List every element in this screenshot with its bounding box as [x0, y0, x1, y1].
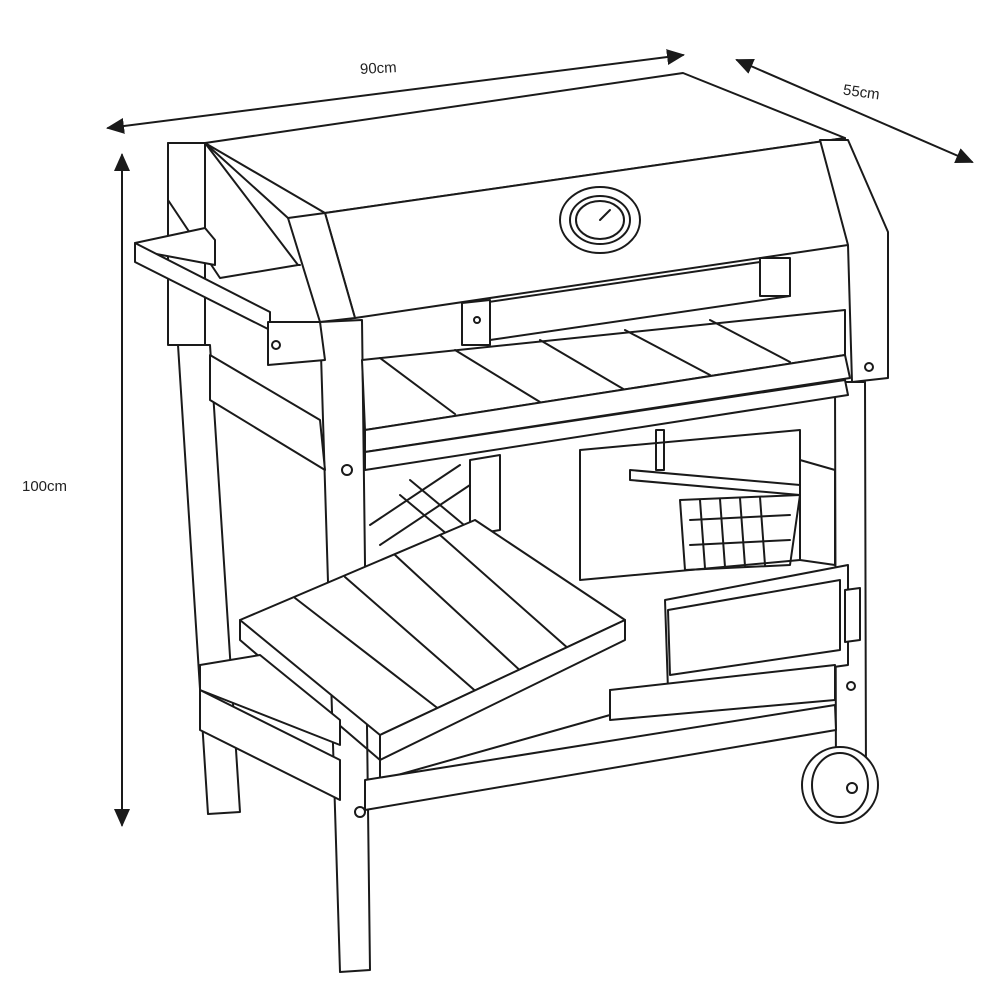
- grill-right-side: [819, 139, 889, 383]
- cross-brace: [369, 454, 501, 546]
- thermometer-gauge-icon: [559, 186, 641, 254]
- front-rail-mid: [209, 354, 849, 471]
- height-dimension-label: 100cm: [22, 478, 68, 495]
- warming-rack-icon: [579, 429, 801, 581]
- side-handle-left: [134, 227, 271, 331]
- width-dimension-arrow: [106, 49, 685, 134]
- depth-dimension-arrow: [735, 59, 974, 163]
- storage-door: [664, 459, 861, 691]
- front-handle: [461, 257, 791, 346]
- wheel-icon: [801, 746, 879, 824]
- grill-slat-shelf: [361, 309, 851, 453]
- bottom-shelf: [199, 654, 837, 811]
